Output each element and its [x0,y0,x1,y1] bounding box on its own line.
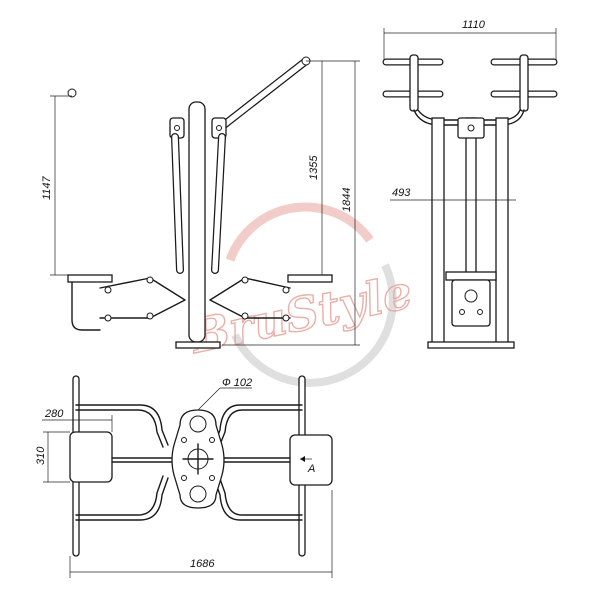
hub-bottom-hole [189,485,207,503]
right-pivot-bolt [216,125,222,131]
lower-mechanism [451,279,491,327]
hub-bolt [209,475,215,481]
left-pivot-bolt [174,125,180,131]
mechanism-bolt [477,309,483,315]
left-frame-upper-inner [75,409,164,448]
right-frame-upper-inner [218,409,303,448]
dim-310-label: 310 [35,446,47,465]
mechanism-bolt [459,309,465,315]
dim-1147-label: 1147 [41,175,53,200]
left-foot-pad [69,431,113,483]
right-foot-pedal [287,274,333,283]
view-label: A [307,463,315,475]
hub-bolt [181,475,187,481]
top-view: Ф 102 A 280 310 1686 [35,375,333,578]
side-view: 1110 493 [382,19,558,349]
hub-bolt [209,437,215,443]
hub-top-hole [189,415,207,433]
right-frame-lower-inner [218,475,303,516]
left-handle-cap [67,88,77,98]
left-pedal-arm [71,281,101,331]
left-vertical-arm [409,54,419,112]
right-frame-lower [213,477,303,521]
front-dimensions: 1147 1355 1844 [41,60,360,346]
left-frame-lower-inner [75,475,164,516]
clamp-bolt [467,124,475,132]
diameter-leader [197,387,221,411]
right-rod-fill [212,134,225,273]
linkage-bolt [146,276,154,284]
linkage-bolt [241,312,249,320]
diameter-label: Ф 102 [222,377,252,389]
mechanism-hub [464,289,478,303]
linkage-bolt [104,314,112,322]
side-post-right [495,117,509,344]
right-vertical-arm [519,54,529,112]
dim-1110-label: 1110 [462,19,486,31]
base-plate [175,341,221,349]
linkage-bolt [282,286,290,294]
view-arrow-head [300,456,305,462]
left-frame-lower [75,477,169,521]
right-frame-upper [213,404,303,446]
linkage-bolt [146,312,154,320]
dim-493-label: 493 [392,187,411,199]
dim-1686-label: 1686 [190,558,215,570]
right-linkage [209,277,291,319]
right-foot-pad [289,434,333,486]
linkage-bolt [282,314,290,322]
watermark-ring-red [225,202,374,262]
central-post [188,101,206,343]
left-frame-upper [75,404,169,446]
dim-280-label: 280 [44,408,64,420]
dim-1355-label: 1355 [308,155,320,180]
linkage-bolt [241,276,249,284]
left-rod-fill [172,134,183,273]
left-arm-fill [69,90,179,131]
dim-1844-label: 1844 [341,188,353,212]
side-post-left [431,117,445,344]
pedal-bar [445,271,497,281]
right-arm-fill [217,58,309,131]
watermark-ring-grey [231,263,397,387]
left-linkage [99,277,186,319]
hub-bolt [181,437,187,443]
front-view [67,56,333,349]
side-base-plate [427,341,515,349]
left-foot-pedal [67,274,113,283]
linkage-bolt [104,286,112,294]
